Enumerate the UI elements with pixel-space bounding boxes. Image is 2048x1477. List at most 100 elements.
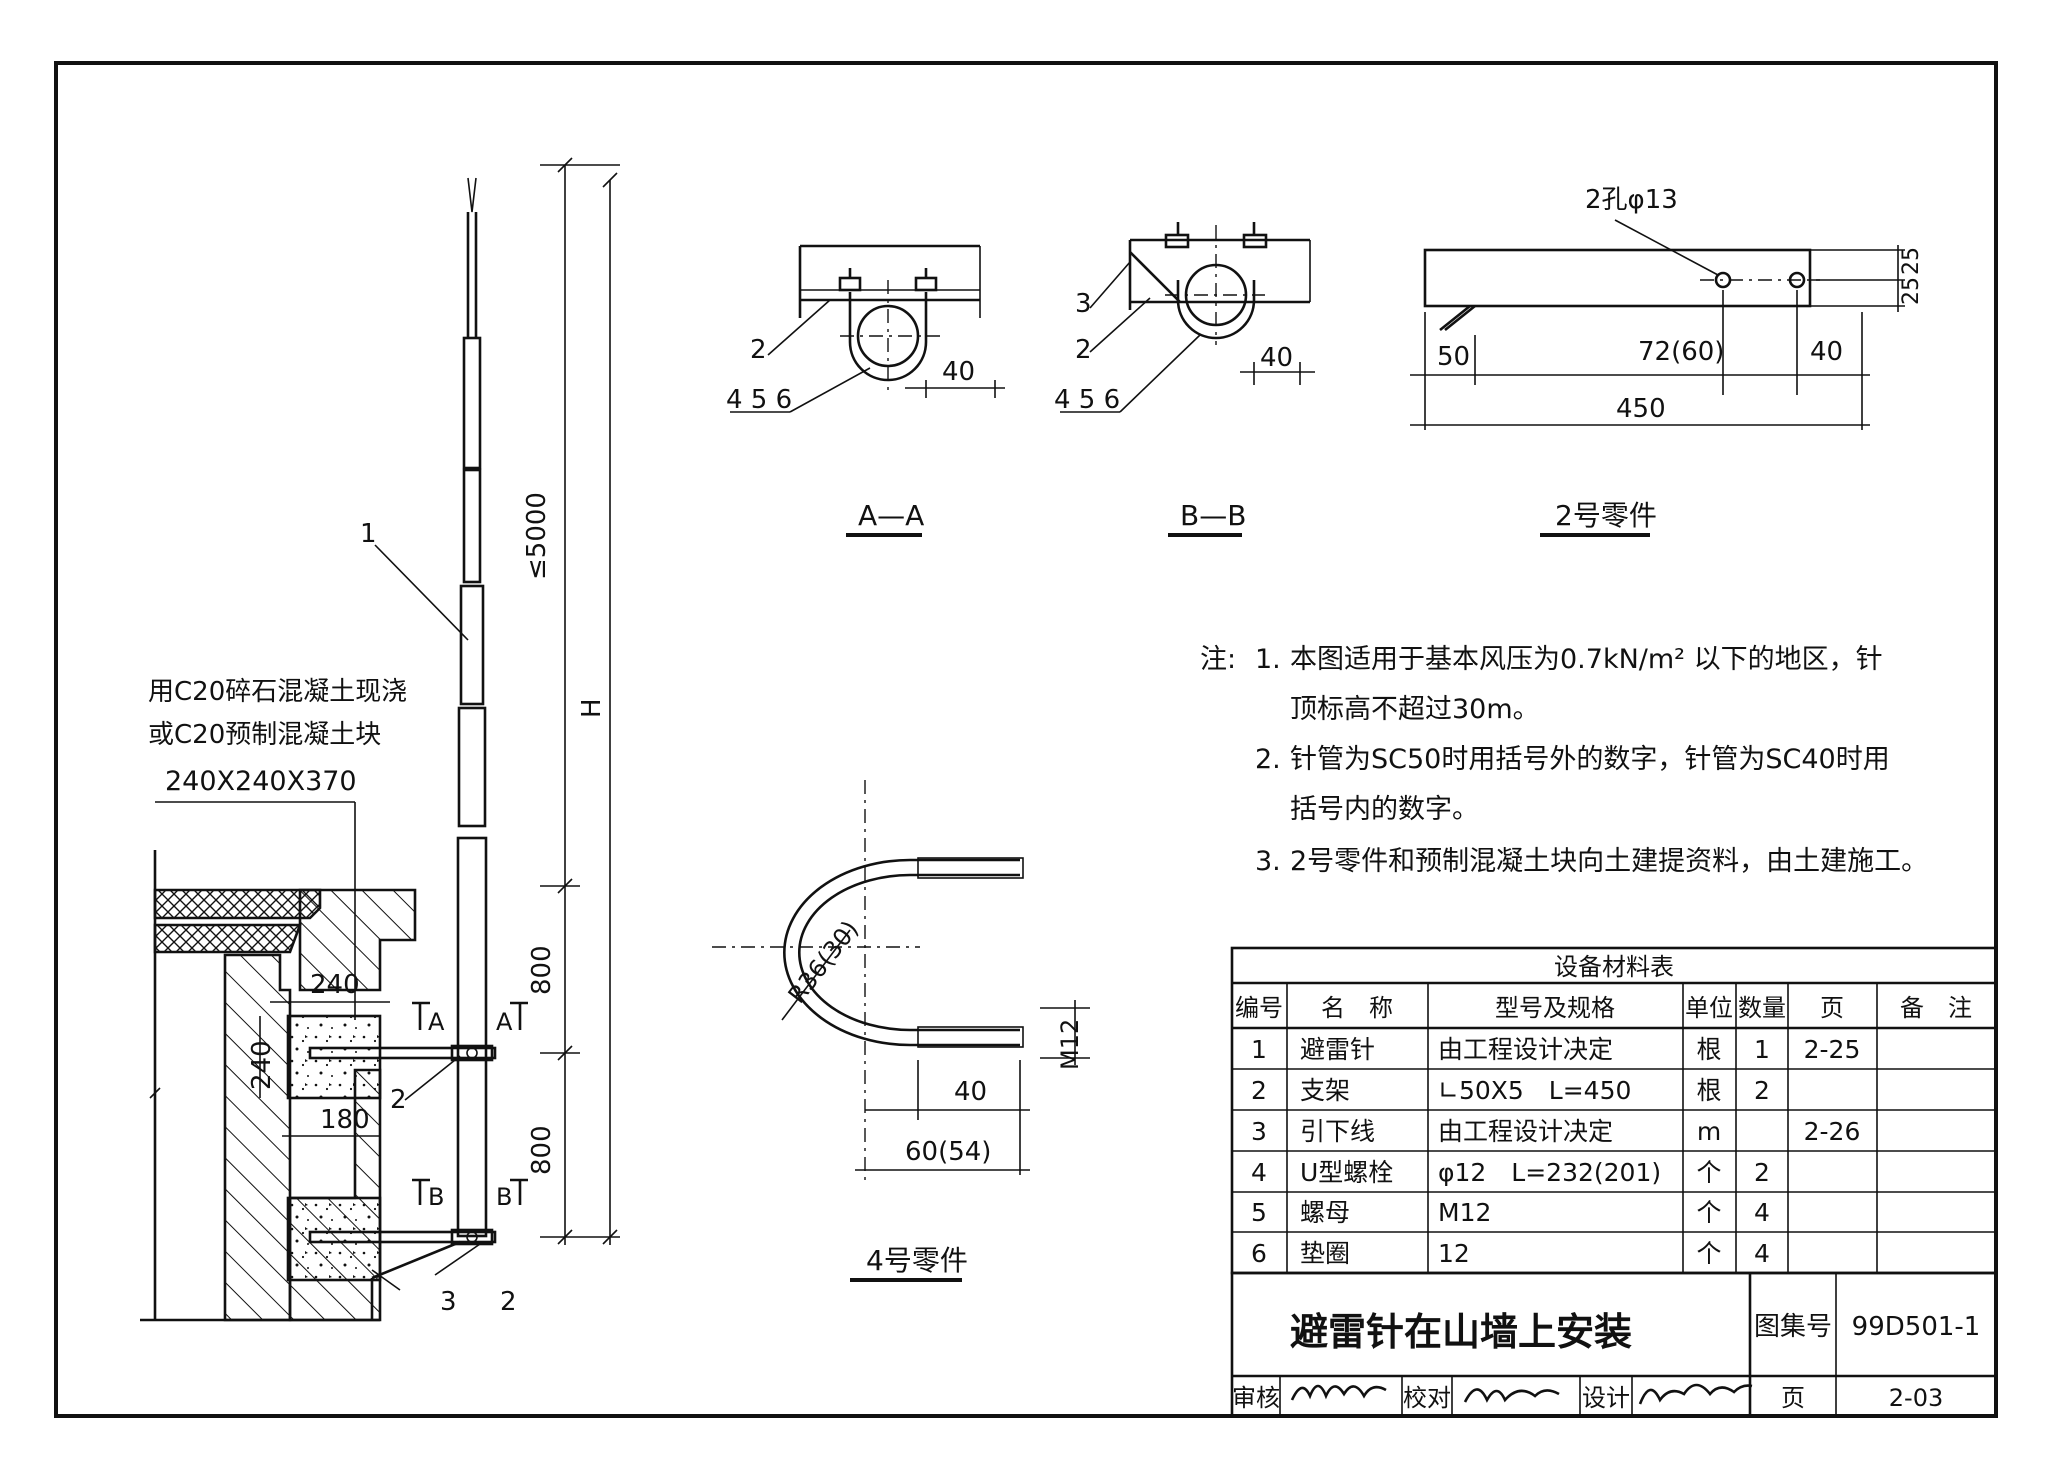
table-cell-page: 2-25 (1804, 1035, 1861, 1064)
note-2-line1: 针管为SC50时用括号外的数字，针管为SC40时用 (1290, 744, 1890, 775)
note-3-number: 3. (1255, 846, 1281, 877)
rod-tip (467, 177, 477, 213)
part2-dim-25b: 25 (1899, 277, 1924, 305)
table-cell-no: 1 (1251, 1035, 1267, 1064)
part2-caption: 2号零件 (1555, 499, 1657, 532)
table-row: 2 支架 ∟50X5 L=450 根 2 (1251, 1076, 1770, 1105)
u-bolt-outer (783, 858, 1020, 1047)
label-3: 3 (440, 1287, 457, 1317)
part4-dim-radius: R36(30) (783, 915, 864, 1008)
rod-segment-1 (459, 584, 485, 706)
table-cell-name: 螺母 (1300, 1198, 1350, 1227)
section-a-right: A (496, 1008, 513, 1036)
table-cell-qty: 1 (1754, 1035, 1770, 1064)
section-aa-caption: A—A (858, 499, 924, 532)
table-cell-name: 支架 (1300, 1076, 1350, 1105)
label-2-top: 2 (390, 1085, 407, 1115)
table-cell-name: 引下线 (1300, 1117, 1375, 1146)
table-cell-no: 6 (1251, 1239, 1267, 1268)
table-row: 3 引下线 由工程设计决定 m 2-26 (1251, 1117, 1860, 1146)
section-bb-caption: B—B (1180, 499, 1246, 532)
bracket-upper (308, 1046, 497, 1060)
dim-h: H (577, 698, 607, 718)
table-cell-spec: 由工程设计决定 (1438, 1035, 1613, 1064)
table-row: 5 螺母 M12 个 4 (1251, 1198, 1770, 1227)
concrete-note-line2: 或C20预制混凝土块 (148, 720, 381, 750)
notes-prefix: 注: (1200, 644, 1236, 675)
section-aa-dim-40: 40 (942, 357, 975, 387)
table-cell-no: 5 (1251, 1198, 1267, 1227)
section-b-left: B (428, 1183, 444, 1211)
part-2-drawing (1410, 219, 1905, 537)
section-b-right: B (496, 1183, 512, 1211)
table-cell-no: 3 (1251, 1117, 1267, 1146)
table-cell-spec: φ12 L=232(201) (1438, 1158, 1661, 1187)
note-2-line2: 括号内的数字。 (1290, 794, 1479, 825)
table-cell-spec: 12 (1438, 1239, 1470, 1268)
roof-insulation (153, 888, 322, 920)
section-aa-label-456: 4 5 6 (726, 385, 792, 415)
table-cell-unit: 个 (1696, 1239, 1721, 1268)
rod-base-pipe (456, 836, 488, 1238)
section-bb-label-3: 3 (1075, 289, 1092, 319)
note-1-line1: 本图适用于基本风压为0.7kN/m² 以下的地区，针 (1290, 644, 1883, 675)
label-2-bottom: 2 (500, 1287, 517, 1317)
table-cell-name: 避雷针 (1300, 1035, 1375, 1064)
design-signature (1638, 1383, 1753, 1405)
section-bb-dim-40: 40 (1260, 343, 1293, 373)
table-cell-unit: 根 (1696, 1035, 1721, 1064)
part2-dim-450: 450 (1616, 394, 1666, 424)
dim-800-bottom: 800 (527, 1125, 557, 1175)
table-cell-qty: 4 (1754, 1198, 1770, 1227)
label-1: 1 (360, 519, 377, 549)
dim-240-vertical: 240 (247, 1040, 277, 1090)
table-header-unit: 单位 (1685, 994, 1733, 1022)
dim-max-height: ≤5000 (522, 492, 552, 580)
design-label: 设计 (1582, 1384, 1630, 1412)
dim-800-top: 800 (527, 945, 557, 995)
drawing-title: 避雷针在山墙上安装 (1290, 1310, 1632, 1354)
part4-dim-m12: M12 (1056, 1019, 1084, 1070)
section-bb (1060, 222, 1315, 537)
page-number: 2-03 (1889, 1384, 1943, 1412)
table-cell-no: 2 (1251, 1076, 1267, 1105)
check-label: 校对 (1403, 1384, 1451, 1412)
table-cell-qty: 2 (1754, 1076, 1770, 1105)
atlas-number: 99D501-1 (1852, 1312, 1981, 1342)
table-cell-qty: 4 (1754, 1239, 1770, 1268)
dim-180: 180 (320, 1105, 370, 1135)
table-header-spec: 型号及规格 (1495, 994, 1615, 1022)
table-header-name: 名 称 (1321, 994, 1393, 1022)
part4-dim-40: 40 (954, 1077, 987, 1107)
table-cell-unit: 根 (1696, 1076, 1721, 1105)
review-signature (1290, 1384, 1387, 1401)
table-cell-no: 4 (1251, 1158, 1267, 1187)
table-cell-spec: 由工程设计决定 (1438, 1117, 1613, 1146)
table-cell-page: 2-26 (1804, 1117, 1861, 1146)
dim-240-horizontal: 240 (310, 970, 360, 1000)
concrete-note-line1: 用C20碎石混凝土现浇 (148, 677, 407, 707)
section-bb-label-2: 2 (1075, 335, 1092, 365)
note-1-number: 1. (1255, 644, 1281, 675)
page-label: 页 (1781, 1384, 1805, 1412)
table-header-remark: 备 注 (1900, 994, 1972, 1022)
part4-caption: 4号零件 (866, 1244, 968, 1277)
check-signature (1463, 1388, 1560, 1403)
part2-dim-50: 50 (1437, 342, 1470, 372)
table-header-page: 页 (1820, 994, 1844, 1022)
concrete-block-lower (286, 1196, 382, 1282)
note-3-line1: 2号零件和预制混凝土块向土建提资料，由土建施工。 (1290, 846, 1928, 877)
part2-dim-72: 72(60) (1638, 337, 1724, 367)
part2-dim-40: 40 (1810, 337, 1843, 367)
bracket-lower (308, 1230, 497, 1244)
table-row: 1 避雷针 由工程设计决定 根 1 2-25 (1251, 1035, 1860, 1064)
note-1-line2: 顶标高不超过30m。 (1290, 694, 1540, 725)
part4-dim-60: 60(54) (905, 1137, 991, 1167)
table-cell-unit: 个 (1696, 1198, 1721, 1227)
part2-hole-note: 2孔φ13 (1585, 185, 1678, 215)
materials-table-title: 设备材料表 (1554, 953, 1674, 981)
materials-table-grid (1230, 946, 1998, 1418)
table-row: 4 U型螺栓 φ12 L=232(201) 个 2 (1251, 1158, 1770, 1187)
table-cell-name: U型螺栓 (1300, 1158, 1393, 1187)
